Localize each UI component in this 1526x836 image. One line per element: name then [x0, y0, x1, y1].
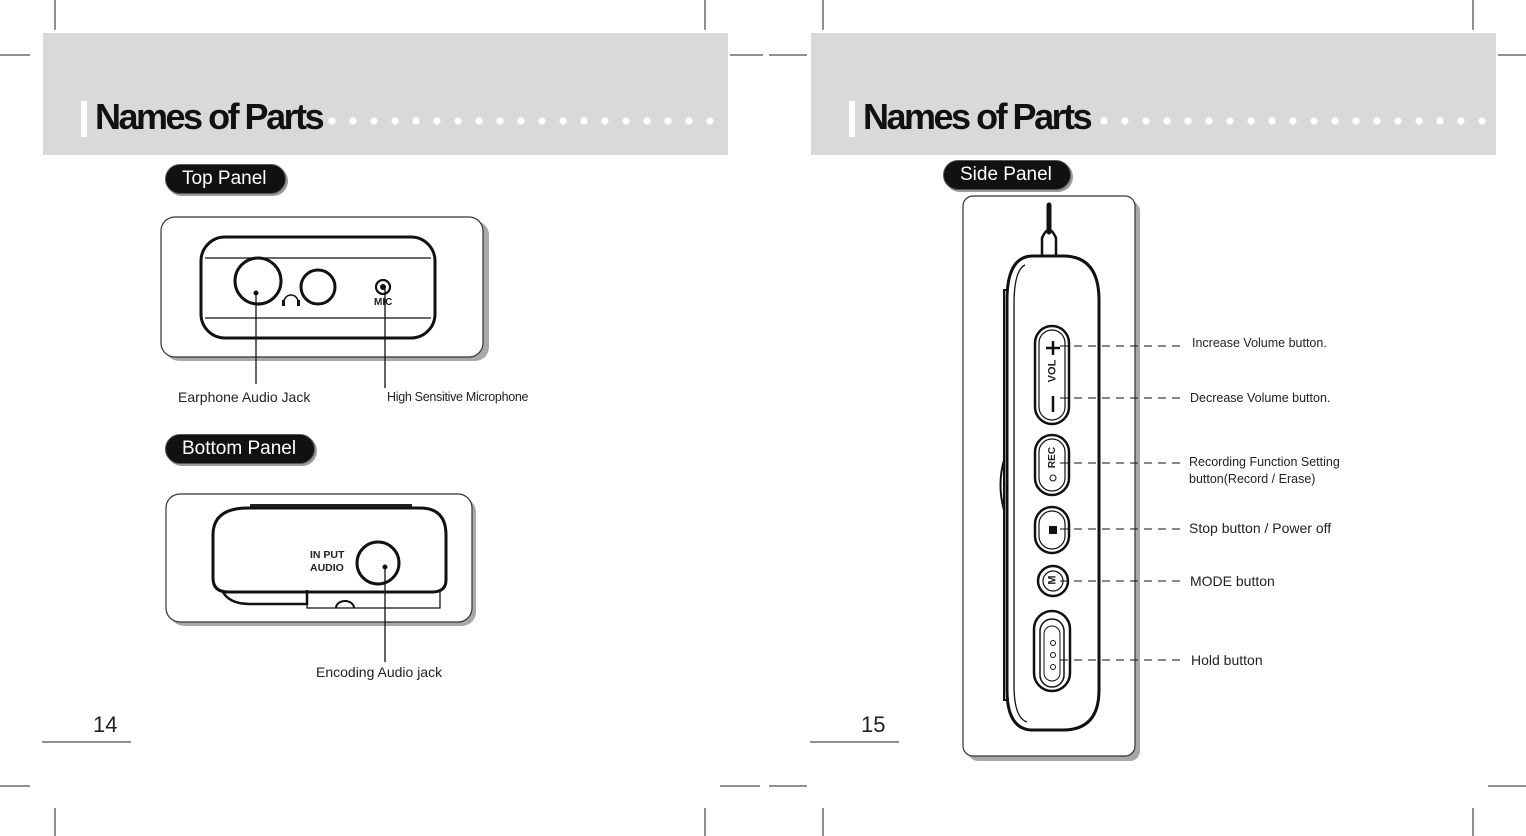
left-page: Names of Parts Top Panel MIC Earphone Au… [0, 0, 763, 836]
title-marker [849, 101, 855, 137]
earphone-jack-callout: Earphone Audio Jack [178, 389, 311, 405]
header-band [811, 33, 1496, 155]
hold-callout: Hold button [1191, 652, 1263, 668]
side-panel-illustration [962, 195, 1185, 761]
left-page-graphics [0, 0, 763, 836]
rec-device-label: REC [1047, 446, 1059, 469]
microphone-callout: High Sensitive Microphone [387, 390, 529, 404]
input-label-line2: AUDIO [310, 562, 344, 574]
top-panel-illustration [160, 216, 489, 388]
record-callout-line2: button(Record / Erase) [1189, 472, 1316, 486]
title-dots [1100, 117, 1486, 125]
right-page: Names of Parts Side Panel VOL REC M Incr… [763, 0, 1526, 836]
vol-device-label: VOL [1046, 359, 1059, 383]
right-page-graphics [769, 0, 1526, 836]
bottom-panel-illustration [165, 493, 476, 662]
side-panel-heading: Side Panel [943, 160, 1071, 190]
top-panel-heading: Top Panel [165, 164, 286, 194]
mode-device-label: M [1046, 575, 1059, 585]
input-label-line1: IN PUT [310, 549, 345, 561]
page-number: 14 [93, 712, 118, 737]
page-title: Names of Parts [95, 96, 325, 137]
title-marker [81, 101, 87, 137]
bottom-panel-heading: Bottom Panel [165, 434, 316, 464]
record-callout-line1: Recording Function Setting [1189, 455, 1340, 469]
headphone-icon [283, 294, 299, 303]
crop-marks [769, 0, 1526, 836]
increase-volume-callout: Increase Volume button. [1192, 336, 1327, 350]
header-band [43, 33, 728, 155]
encoding-jack-callout: Encoding Audio jack [316, 664, 443, 680]
crop-marks [0, 0, 763, 836]
page-title: Names of Parts [863, 96, 1093, 137]
decrease-volume-callout: Decrease Volume button. [1190, 391, 1331, 405]
page-number: 15 [861, 712, 886, 737]
stop-callout: Stop button / Power off [1189, 520, 1332, 536]
mode-callout: MODE button [1190, 573, 1275, 589]
input-audio-jack [355, 540, 401, 586]
mic-device-label: MIC [374, 297, 393, 308]
title-dots [328, 117, 714, 125]
